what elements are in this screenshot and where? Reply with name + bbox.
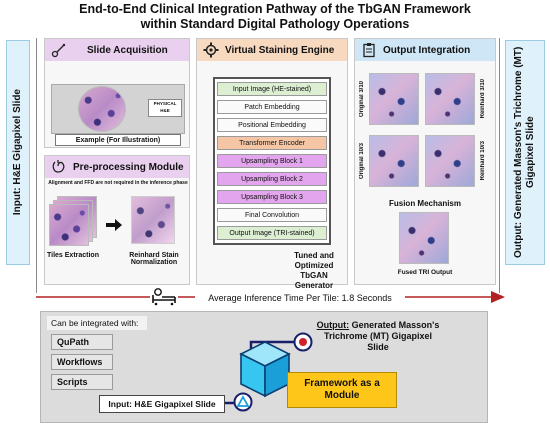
generator-stack: Input Image (HE-stained) Patch Embedding…	[213, 77, 331, 245]
module-panel: Can be integrated with: QuPath Workflows…	[40, 311, 488, 423]
original-3-10-image	[369, 73, 419, 125]
tissue-core-image	[78, 86, 126, 132]
engine-header: Virtual Staining Engine	[197, 39, 347, 61]
virtual-staining-engine-panel: Virtual Staining Engine Input Image (HE-…	[196, 38, 348, 290]
hospital-bed-icon	[152, 288, 176, 306]
page-title: End-to-End Clinical Integration Pathway …	[79, 2, 471, 31]
normalized-tile-image	[131, 196, 175, 244]
block-transformer-encoder: Transformer Encoder	[217, 136, 327, 150]
reinhard-10-3-label-box: Reinhard 10/3	[480, 141, 486, 181]
reinhard-normalization-label: Reinhard Stain Normalization	[129, 252, 179, 266]
target-icon	[293, 332, 313, 352]
block-upsampling-3: Upsampling Block 3	[217, 190, 327, 204]
block-upsampling-2: Upsampling Block 2	[217, 172, 327, 186]
preprocessing-panel: Pre-processing Module Alignment and FFD …	[44, 155, 190, 285]
original-10-3-image	[369, 135, 419, 187]
inference-time-text: Average Inference Time Per Tile: 1.8 Sec…	[195, 291, 405, 305]
probe-icon	[51, 43, 66, 58]
output-integration-panel: Output Integration Original 3/10 Reinhar…	[354, 38, 496, 285]
left-divider	[36, 38, 37, 293]
tiles-extraction-label: Tiles Extraction	[46, 252, 99, 259]
preprocessing-header: Pre-processing Module	[45, 156, 189, 178]
reinhard-3-10-image	[425, 73, 475, 125]
organ-icon	[52, 160, 65, 173]
example-caption: Example (For Illustration)	[55, 134, 181, 146]
output-side-label: Output: Generated Masson's Trichrome (MT…	[505, 40, 545, 265]
slide-label-sticker: PHYSICAL H&E	[148, 99, 182, 117]
gear-icon	[203, 42, 219, 58]
module-output-text: Output: Generated Masson's Trichrome (MT…	[316, 320, 440, 352]
block-positional-embedding: Positional Embedding	[217, 118, 327, 132]
fusion-mechanism-label: Fusion Mechanism	[388, 199, 461, 208]
block-output-image: Output Image (TRI-stained)	[217, 226, 327, 240]
integration-header: Output Integration	[355, 39, 495, 61]
original-3-10-label-box: Original 3/10	[359, 80, 365, 117]
integrated-with-label: Can be integrated with:	[47, 316, 147, 330]
block-patch-embedding: Patch Embedding	[217, 100, 327, 114]
reinhard-10-3-image	[425, 135, 475, 187]
generator-caption: Tuned and Optimized TbGAN Generator	[294, 251, 334, 290]
hospital-bed-icon-wrap	[150, 286, 178, 306]
right-arrow-icon	[106, 219, 122, 231]
framework-module-box: Framework as a Module	[287, 372, 397, 408]
triangle-circle-icon	[233, 392, 253, 412]
glass-slide: PHYSICAL H&E	[51, 84, 185, 134]
block-final-convolution: Final Convolution	[217, 208, 327, 222]
scripts-button[interactable]: Scripts	[51, 374, 113, 390]
clipboard-icon	[363, 43, 375, 58]
input-side-label: Input: H&E Gigapixel Slide	[6, 40, 30, 265]
right-divider	[499, 38, 500, 293]
fused-tri-image	[399, 212, 449, 264]
fused-tri-label: Fused TRI Output	[397, 269, 453, 276]
tile-stack-front	[49, 204, 89, 246]
slide-acquisition-header: Slide Acquisition	[45, 39, 189, 61]
reinhard-3-10-label-box: Reinhard 3/10	[480, 79, 486, 119]
block-input-image: Input Image (HE-stained)	[217, 82, 327, 96]
workflows-button[interactable]: Workflows	[51, 354, 113, 370]
original-10-3-label-box: Original 10/3	[359, 142, 365, 179]
slide-acquisition-panel: Slide Acquisition PHYSICAL H&E Example (…	[44, 38, 190, 148]
module-input-box: Input: H&E Gigapixel Slide	[99, 395, 225, 413]
preprocessing-note: Alignment and FFD are not required in th…	[48, 180, 188, 186]
block-upsampling-1: Upsampling Block 1	[217, 154, 327, 168]
qupath-button[interactable]: QuPath	[51, 334, 113, 350]
